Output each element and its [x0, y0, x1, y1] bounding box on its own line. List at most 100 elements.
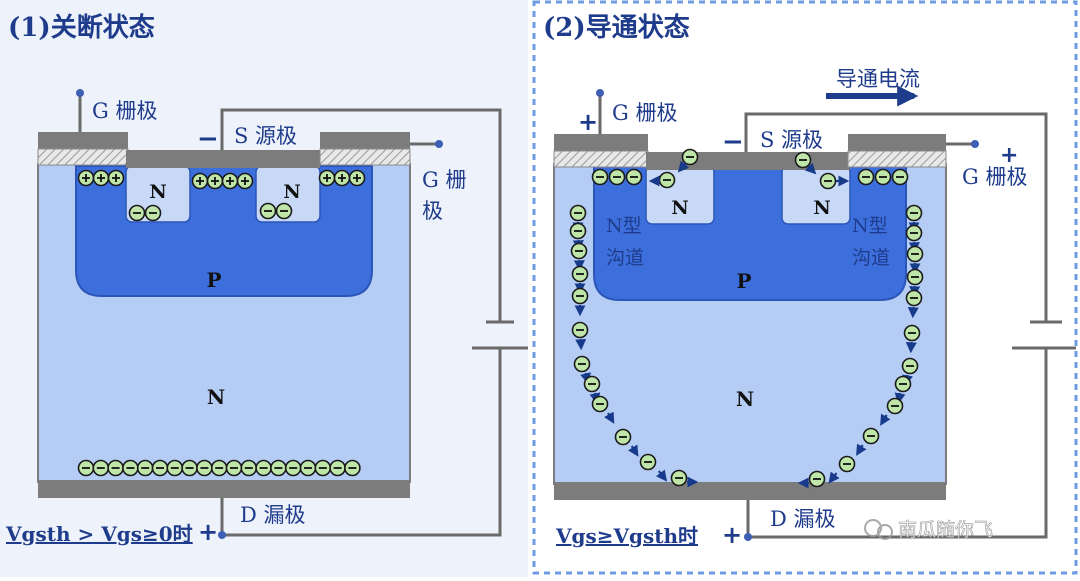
electron-charge [893, 170, 908, 185]
electron-charge [903, 359, 918, 374]
electron-charge [616, 430, 631, 445]
electron-charge [672, 471, 687, 486]
electron-charge [571, 224, 586, 239]
electron-charge [271, 461, 286, 476]
left-gate-label-right: G 栅 [422, 168, 466, 192]
left-gate-terminal-right [435, 140, 443, 148]
left-n-source-right-label: N [283, 181, 300, 203]
left-drain-sign: + [198, 518, 218, 546]
electron-charge [182, 461, 197, 476]
hole-charge [79, 171, 94, 186]
left-gate-metal-left [38, 132, 128, 149]
electron-charge [153, 461, 168, 476]
right-gate-sign-top: + [578, 108, 598, 136]
electron-charge [130, 206, 145, 221]
electron-charge [138, 461, 153, 476]
right-gate-oxide-left [554, 151, 648, 167]
electron-charge [146, 206, 161, 221]
left-gate-label-right-2: 极 [422, 199, 443, 223]
hole-charge [350, 171, 365, 186]
hole-charge [238, 174, 253, 189]
electron-charge [301, 461, 316, 476]
electron-charge [212, 461, 227, 476]
left-gate-oxide-right [320, 149, 410, 165]
right-n-source-right-label: N [813, 197, 830, 219]
right-channel-right: N型 [852, 215, 888, 237]
right-channel-left-2: 沟道 [606, 247, 644, 269]
current-label: 导通电流 [836, 67, 920, 91]
right-gate-label-top: G 栅极 [612, 101, 677, 125]
electron-charge [286, 461, 301, 476]
electron-charge [167, 461, 182, 476]
electron-charge [261, 204, 276, 219]
right-source-metal [646, 152, 850, 170]
left-drain-terminal [218, 531, 226, 539]
electron-charge [896, 377, 911, 392]
right-drain-sign: + [722, 521, 742, 549]
electron-charge [907, 206, 922, 221]
right-gate-oxide-right [848, 151, 946, 167]
electron-charge [683, 150, 698, 165]
electron-charge [660, 173, 675, 188]
left-gate-terminal-top [76, 89, 84, 97]
electron-charge [573, 323, 588, 338]
electron-charge [573, 289, 588, 304]
left-n-label: N [207, 385, 225, 409]
electron-charge [641, 455, 656, 470]
electron-charge [876, 170, 891, 185]
right-gate-terminal-right [971, 140, 979, 148]
electron-charge [227, 461, 242, 476]
right-gate-label-right: G 栅极 [962, 165, 1027, 189]
left-gate-metal-right [320, 132, 410, 149]
electron-charge [123, 461, 138, 476]
electron-charge [905, 326, 920, 341]
right-channel-right-2: 沟道 [852, 247, 890, 269]
left-n-source-left-label: N [149, 181, 166, 203]
right-condition: Vgs≥Vgsth时 [555, 524, 698, 548]
left-source-sign: − [197, 124, 219, 154]
left-gate-label-top: G 栅极 [92, 99, 157, 123]
electron-charge [79, 461, 94, 476]
hole-charge [94, 171, 109, 186]
right-gate-metal-right [848, 134, 946, 151]
electron-charge [585, 377, 600, 392]
left-drain-label: D 漏极 [240, 503, 306, 527]
electron-charge [108, 461, 123, 476]
hole-charge [193, 174, 208, 189]
electron-charge [277, 204, 292, 219]
electron-charge [859, 170, 874, 185]
right-n-label: N [736, 387, 754, 411]
right-channel-left: N型 [606, 215, 642, 237]
right-panel: (2)导通状态 导通电流 + G 栅极 − S 源极 [534, 2, 1076, 573]
electron-charge [864, 429, 879, 444]
left-gate-oxide-left [38, 149, 128, 165]
electron-charge [315, 461, 330, 476]
electron-charge [908, 247, 923, 262]
electron-charge [330, 461, 345, 476]
hole-charge [208, 174, 223, 189]
hole-charge [320, 171, 335, 186]
right-drain-metal [554, 482, 946, 500]
hole-charge [335, 171, 350, 186]
right-gate-terminal-top [596, 89, 604, 97]
left-source-metal [126, 150, 320, 168]
electron-charge [610, 170, 625, 185]
right-title: (2)导通状态 [543, 12, 690, 43]
left-panel: (1)关断状态 G 栅极 − S 源极 G 栅 极 D 漏极 [0, 0, 528, 577]
left-condition: Vgsth > Vgs≥0时 [5, 522, 193, 546]
electron-charge [821, 174, 836, 189]
electron-charge [796, 153, 811, 168]
right-drain-label: D 漏极 [770, 507, 836, 531]
electron-charge [888, 399, 903, 414]
left-p-label: P [206, 268, 221, 292]
left-source-label: S 源极 [234, 124, 297, 148]
right-drain-terminal [744, 533, 752, 541]
electron-charge [345, 461, 360, 476]
electron-charge [907, 291, 922, 306]
hole-charge [223, 174, 238, 189]
electron-charge [907, 226, 922, 241]
electron-charge [93, 461, 108, 476]
electron-charge [840, 457, 855, 472]
electron-charge [593, 170, 608, 185]
right-source-label: S 源极 [760, 128, 823, 152]
